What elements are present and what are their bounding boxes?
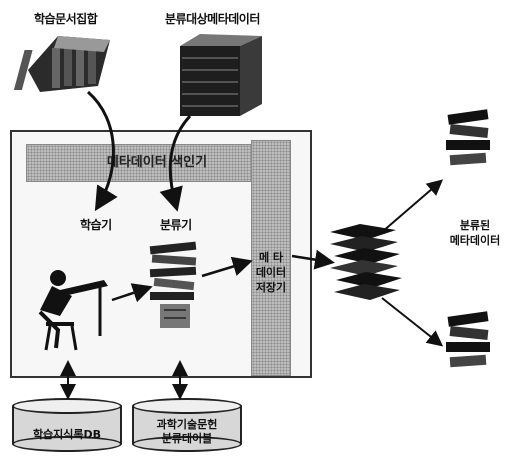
paper-stack-icon (330, 224, 402, 300)
document-pile-icon (150, 242, 197, 328)
books-icon-bottom (446, 311, 490, 367)
book-stack-icon (14, 36, 110, 92)
server-stack-icon (180, 34, 262, 116)
books-icon-top (446, 109, 490, 165)
person-at-desk-icon (40, 270, 108, 350)
